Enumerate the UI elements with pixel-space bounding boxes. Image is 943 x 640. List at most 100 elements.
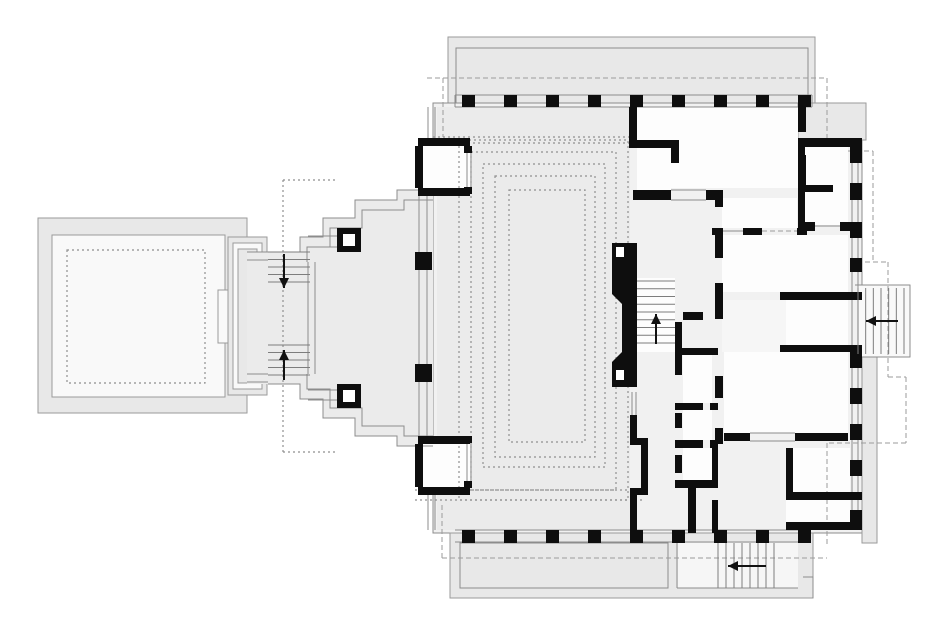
- service-wall-h3b: [710, 440, 718, 448]
- col-top-9: [798, 95, 811, 107]
- colonnette-block-1: [464, 146, 472, 153]
- partition-w3-6: [712, 442, 718, 488]
- spine-lower-1: [630, 415, 637, 440]
- spine-lower-5: [630, 493, 637, 533]
- entry-pier-bottom-core: [343, 390, 355, 402]
- bay-top-room: [423, 146, 470, 188]
- balcony-tr-wash: [797, 102, 867, 141]
- service-wall-h2b: [710, 403, 718, 410]
- bay-bottom-room: [423, 444, 470, 487]
- hall-dotted-r4: [494, 175, 596, 458]
- col-top-8: [756, 95, 769, 107]
- bay-top-wall-s: [418, 188, 470, 196]
- room-a-wall-e2: [798, 155, 806, 188]
- room-b-wall-s1: [712, 228, 722, 235]
- arrow-south-stair: [728, 561, 766, 571]
- room-d-wall-s2: [795, 433, 848, 441]
- bay-bottom-wall-s: [418, 487, 470, 495]
- service-room-3: [683, 448, 712, 480]
- stairhall-wall-s: [683, 312, 703, 320]
- stair-side-wall: [675, 322, 682, 348]
- spine-lower-2: [630, 438, 648, 445]
- right-walk-wash: [861, 351, 878, 544]
- col-top-5: [630, 95, 643, 107]
- col-top-3: [546, 95, 559, 107]
- room-a-wall-s2: [706, 190, 722, 200]
- suite-wall-s2: [840, 222, 858, 231]
- spine-jog-h: [629, 140, 679, 148]
- room-f-wall-s: [786, 522, 862, 530]
- arrow-east-stair: [866, 316, 898, 326]
- service-wall-v2: [675, 413, 682, 428]
- entry-stairs-upper: [268, 251, 310, 283]
- entry-step-inner-lower: [306, 374, 433, 437]
- colonnette-block-4: [464, 481, 472, 488]
- room-d: [724, 352, 848, 433]
- vestibule: [722, 300, 786, 352]
- arrow-entry-down: [279, 254, 289, 288]
- bottom-terrace-hook: [803, 576, 814, 598]
- service-wall-h4: [675, 480, 718, 488]
- col-top-6: [672, 95, 685, 107]
- porch-pier-top: [415, 252, 432, 270]
- suite-wall-w1: [798, 147, 805, 160]
- bay-bottom-wall-n: [418, 436, 470, 444]
- chimney-mass: [612, 243, 637, 387]
- left-terrace-inner: [51, 234, 226, 398]
- suite-wall-s1: [805, 222, 815, 231]
- hall-dotted-r3: [482, 163, 606, 468]
- room-d-wall-s1: [724, 433, 750, 441]
- col-bottom-9: [798, 530, 811, 543]
- bay-bottom-wall-w: [415, 444, 423, 487]
- col-bottom-4: [588, 530, 601, 543]
- partition-w3-3: [715, 283, 723, 319]
- service-wall-v1: [675, 355, 682, 375]
- entry-pier-top-core: [343, 234, 355, 246]
- col-top-7: [714, 95, 727, 107]
- service-room-1: [683, 355, 712, 403]
- col-top-2: [504, 95, 517, 107]
- right-wall-seg-5: [850, 352, 862, 368]
- room-a-wall-s1: [633, 190, 671, 200]
- room-top-small: [637, 148, 671, 190]
- spine-wall-top: [629, 107, 637, 142]
- suite-wall-n: [798, 138, 862, 147]
- room-b-wall-s3: [797, 228, 807, 235]
- colonnette-block-2: [464, 187, 472, 194]
- right-wall-seg-2: [850, 183, 862, 200]
- col-top-1: [462, 95, 475, 107]
- suite-wall-inner: [805, 185, 833, 192]
- col-bottom-2: [504, 530, 517, 543]
- hall-dotted-r2: [470, 151, 617, 491]
- col-bottom-1: [462, 530, 475, 543]
- room-f: [786, 500, 850, 522]
- chimney-slot-top: [616, 247, 624, 257]
- col-bottom-3: [546, 530, 559, 543]
- service-wall-h3a: [675, 440, 703, 448]
- room-e-wall-w: [786, 448, 793, 492]
- bay-top-wall-n: [418, 138, 470, 146]
- service-wall-h1: [675, 348, 718, 355]
- room-e: [786, 448, 850, 492]
- col-top-4: [588, 95, 601, 107]
- col-bottom-6: [672, 530, 685, 543]
- partition-w3-2: [715, 228, 723, 258]
- kitchen-wall-v: [688, 488, 696, 533]
- partition-w3-5: [715, 428, 723, 444]
- bay-top-wall-w: [415, 146, 423, 188]
- porch-pier-bottom: [415, 364, 432, 382]
- connector-wash: [247, 252, 268, 384]
- room-c: [722, 235, 848, 292]
- entry-corridor: [786, 300, 848, 345]
- room-b-wall-s2: [743, 228, 762, 235]
- arrow-main-stair: [651, 314, 661, 344]
- spine-lower-4: [630, 488, 648, 495]
- right-wall-seg-8: [850, 460, 862, 476]
- partition-w3-1: [715, 190, 723, 207]
- partition-w3-4: [715, 376, 723, 398]
- service-wall-v3: [675, 455, 682, 473]
- forecourt-wash: [268, 190, 433, 446]
- right-wall-seg-7: [850, 424, 862, 440]
- bottom-terrace-inner: [459, 542, 669, 589]
